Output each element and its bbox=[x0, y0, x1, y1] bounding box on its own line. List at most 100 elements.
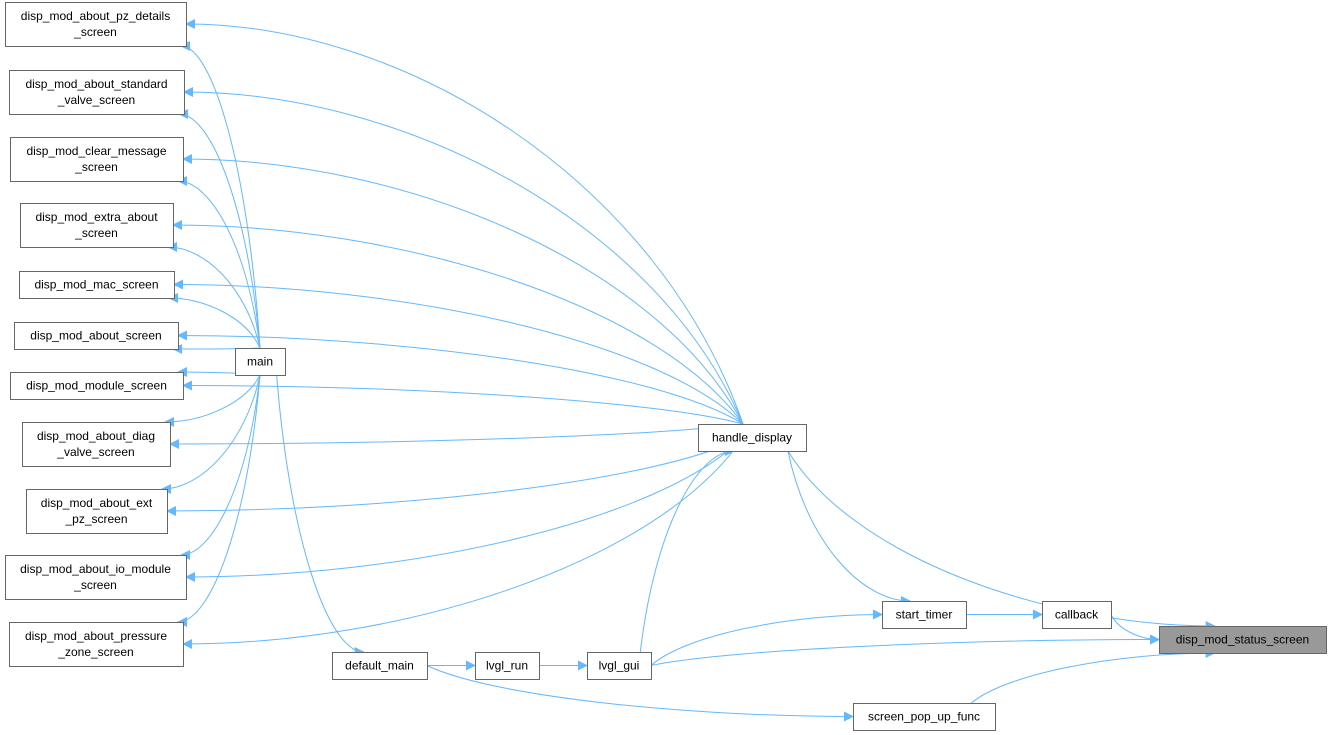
edge-handle_display-to-pz_details bbox=[185, 19, 744, 425]
node-lvgl-run[interactable]: lvgl_run bbox=[475, 652, 540, 680]
node-extra-about[interactable]: disp_mod_extra_about _screen bbox=[20, 203, 174, 248]
node-default-main[interactable]: default_main bbox=[332, 652, 428, 680]
node-label: disp_mod_extra_about bbox=[35, 210, 158, 224]
node-label: lvgl_run bbox=[486, 659, 528, 673]
node-box bbox=[587, 652, 652, 680]
node-box bbox=[19, 271, 175, 299]
node-ext-pz[interactable]: disp_mod_about_ext _pz_screen bbox=[26, 489, 168, 534]
edge-handle_display-to-diag_valve bbox=[169, 423, 744, 449]
node-pz-details[interactable]: disp_mod_about_pz_details _screen bbox=[5, 2, 187, 47]
edge-handle_display-to-status_screen bbox=[787, 450, 1216, 631]
node-standard-valve[interactable]: disp_mod_about_standard _valve_screen bbox=[9, 70, 185, 115]
node-box bbox=[26, 489, 168, 534]
node-screen-pop-up[interactable]: screen_pop_up_func bbox=[853, 703, 996, 731]
edge-handle_display-to-about_screen bbox=[177, 330, 744, 425]
edge-main-to-diag_valve bbox=[164, 374, 261, 427]
edge-handle_display-to-start_timer bbox=[787, 450, 911, 606]
node-label: _pz_screen bbox=[64, 512, 127, 526]
node-label: _zone_screen bbox=[57, 645, 133, 659]
edge-handle_display-to-module_screen bbox=[182, 380, 744, 425]
edge-lvgl_gui-to-status_screen bbox=[650, 634, 1160, 666]
node-label: disp_mod_about_pressure bbox=[25, 629, 167, 643]
node-box bbox=[1159, 626, 1327, 654]
node-label: callback bbox=[1055, 608, 1099, 622]
node-label: _screen bbox=[74, 160, 118, 174]
node-box bbox=[14, 322, 179, 350]
node-label: _screen bbox=[73, 578, 117, 592]
node-box bbox=[1042, 601, 1112, 629]
node-label: disp_mod_module_screen bbox=[26, 379, 167, 393]
node-label: handle_display bbox=[712, 431, 792, 445]
edge-main-to-ext_pz bbox=[161, 374, 261, 494]
node-label: _valve_screen bbox=[56, 445, 134, 459]
edge-lvgl_gui-to-handle_display bbox=[639, 446, 735, 653]
node-box bbox=[20, 203, 174, 248]
edge-default_main-to-screen_pop_up bbox=[426, 665, 854, 722]
edge-lvgl_gui-to-start_timer bbox=[650, 609, 883, 666]
node-label: disp_mod_about_diag bbox=[37, 429, 155, 443]
edge-main-to-io_module bbox=[180, 374, 261, 560]
edge-handle_display-to-ext_pz bbox=[166, 437, 744, 516]
node-box bbox=[9, 622, 184, 667]
node-box bbox=[698, 424, 807, 452]
node-label: default_main bbox=[345, 659, 414, 673]
edge-handle_display-to-io_module bbox=[185, 437, 744, 582]
node-box bbox=[882, 601, 967, 629]
node-box bbox=[5, 2, 187, 47]
node-pressure-zone[interactable]: disp_mod_about_pressure _zone_screen bbox=[9, 622, 184, 667]
edges-layer bbox=[161, 19, 1216, 722]
node-label: disp_mod_clear_message bbox=[26, 144, 166, 158]
edge-handle_display-to-pressure_zone bbox=[182, 437, 744, 649]
node-label: main bbox=[247, 355, 273, 369]
node-label: disp_mod_about_screen bbox=[30, 329, 161, 343]
edge-main-to-pressure_zone bbox=[177, 374, 261, 627]
node-label: _screen bbox=[74, 226, 118, 240]
node-box bbox=[22, 422, 171, 467]
node-label: _valve_screen bbox=[57, 93, 135, 107]
edge-main-to-mac_screen bbox=[168, 293, 261, 349]
node-box bbox=[10, 372, 184, 400]
edge-handle_display-to-standard_valve bbox=[183, 87, 744, 425]
node-box bbox=[10, 137, 184, 182]
node-box bbox=[853, 703, 996, 731]
edge-callback-to-status_screen bbox=[1110, 614, 1160, 645]
node-io-module[interactable]: disp_mod_about_io_module _screen bbox=[5, 555, 187, 600]
node-box bbox=[9, 70, 185, 115]
edge-main-to-standard_valve bbox=[178, 109, 261, 349]
node-handle-display[interactable]: handle_display bbox=[698, 424, 807, 452]
edge-main-to-extra_about bbox=[167, 242, 261, 349]
node-box bbox=[332, 652, 428, 680]
node-status-screen[interactable]: disp_mod_status_screen bbox=[1159, 626, 1327, 654]
node-main[interactable]: main bbox=[235, 348, 286, 376]
node-label: disp_mod_about_pz_details bbox=[21, 9, 170, 23]
node-clear-message[interactable]: disp_mod_clear_message _screen bbox=[10, 137, 184, 182]
node-label: _screen bbox=[73, 25, 117, 39]
node-callback[interactable]: callback bbox=[1042, 601, 1112, 629]
node-lvgl-gui[interactable]: lvgl_gui bbox=[587, 652, 652, 680]
edge-handle_display-to-mac_screen bbox=[173, 279, 744, 425]
node-about-screen[interactable]: disp_mod_about_screen bbox=[14, 322, 179, 350]
nodes-layer: disp_mod_about_pz_details_screendisp_mod… bbox=[5, 2, 1327, 731]
node-box bbox=[475, 652, 540, 680]
node-label: disp_mod_mac_screen bbox=[34, 278, 158, 292]
node-label: lvgl_gui bbox=[599, 659, 640, 673]
node-label: disp_mod_status_screen bbox=[1176, 633, 1309, 647]
edge-main-to-clear_message bbox=[177, 176, 261, 349]
node-start-timer[interactable]: start_timer bbox=[882, 601, 967, 629]
node-box bbox=[235, 348, 286, 376]
node-label: disp_mod_about_ext bbox=[41, 496, 153, 510]
edge-main-to-default_main bbox=[276, 374, 365, 657]
edge-handle_display-to-extra_about bbox=[172, 220, 744, 425]
node-mac-screen[interactable]: disp_mod_mac_screen bbox=[19, 271, 175, 299]
edge-screen_pop_up-to-status_screen bbox=[971, 648, 1216, 704]
node-diag-valve[interactable]: disp_mod_about_diag _valve_screen bbox=[22, 422, 171, 467]
node-label: screen_pop_up_func bbox=[868, 710, 980, 724]
node-box bbox=[5, 555, 187, 600]
node-label: disp_mod_about_standard bbox=[25, 77, 167, 91]
node-label: start_timer bbox=[896, 608, 953, 622]
edge-main-to-pz_details bbox=[180, 41, 261, 349]
node-label: disp_mod_about_io_module bbox=[20, 562, 171, 576]
edge-handle_display-to-clear_message bbox=[182, 154, 744, 425]
node-module-screen[interactable]: disp_mod_module_screen bbox=[10, 372, 184, 400]
